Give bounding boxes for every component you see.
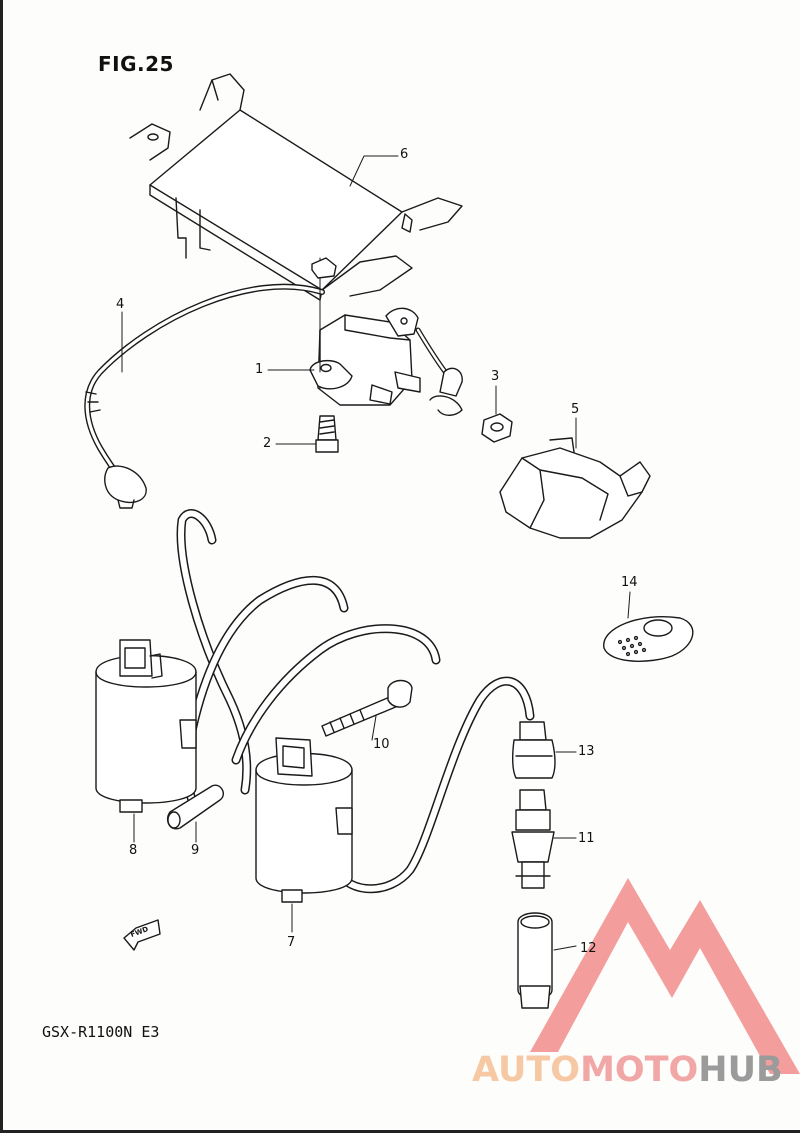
sleeve-part-9 bbox=[166, 784, 224, 830]
callout-5: 5 bbox=[571, 402, 580, 417]
leader-lines bbox=[121, 155, 631, 951]
callout-2: 2 bbox=[263, 436, 272, 451]
rubber-cover-part-5 bbox=[499, 437, 651, 539]
watermark-moto: MOTO bbox=[580, 1050, 699, 1090]
lead-wire-part-4 bbox=[84, 283, 325, 509]
model-code: GSX-R1100N E3 bbox=[42, 1023, 160, 1041]
callout-8: 8 bbox=[129, 843, 138, 858]
bolt-part-2 bbox=[315, 415, 339, 453]
sensor-assembly-part-1 bbox=[309, 257, 463, 416]
watermark-hub: HUB bbox=[698, 1050, 783, 1090]
watermark-text: AUTOMOTOHUB bbox=[472, 1050, 783, 1090]
fwd-arrow bbox=[123, 919, 161, 951]
callout-14: 14 bbox=[621, 575, 638, 590]
watermark-auto: AUTO bbox=[472, 1050, 581, 1090]
automotohub-logo-icon bbox=[530, 878, 800, 1074]
callout-10: 10 bbox=[373, 737, 390, 752]
high-tension-leads bbox=[176, 509, 535, 894]
ignition-coil-part-8 bbox=[95, 639, 197, 813]
callout-11: 11 bbox=[578, 831, 595, 846]
mounting-bracket-part-6 bbox=[129, 73, 463, 301]
callout-1: 1 bbox=[255, 362, 264, 377]
nut-part-3 bbox=[481, 413, 513, 443]
callout-12: 12 bbox=[580, 941, 597, 956]
callout-6: 6 bbox=[400, 147, 409, 162]
boot-part-12 bbox=[517, 912, 553, 1009]
callout-7: 7 bbox=[287, 935, 296, 950]
callout-3: 3 bbox=[491, 369, 500, 384]
callout-9: 9 bbox=[191, 843, 200, 858]
callout-13: 13 bbox=[578, 744, 595, 759]
ignition-coil-part-7 bbox=[255, 737, 353, 903]
callout-4: 4 bbox=[116, 297, 125, 312]
figure-title: FIG.25 bbox=[98, 52, 174, 76]
bolt-part-10 bbox=[321, 679, 413, 737]
plate-part-14 bbox=[603, 616, 694, 662]
connector-part-11 bbox=[511, 789, 555, 889]
plug-cap-part-13 bbox=[511, 721, 556, 779]
